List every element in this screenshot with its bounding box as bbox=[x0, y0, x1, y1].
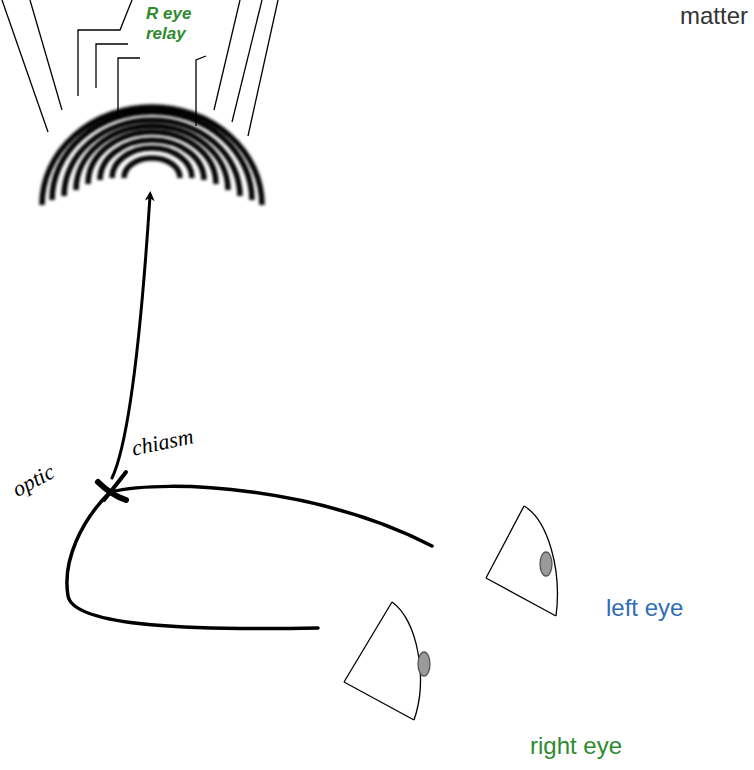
structure-label: chiasm bbox=[129, 423, 195, 461]
layered-nucleus bbox=[42, 107, 262, 205]
left-eye-symbol bbox=[486, 506, 557, 616]
region-label: matter bbox=[680, 2, 748, 30]
relay-lines bbox=[2, 0, 278, 136]
relay-label: R eye relay bbox=[146, 4, 208, 44]
optic-nerves bbox=[67, 196, 432, 629]
eye-label: left eye bbox=[606, 594, 683, 622]
right-eye-symbol bbox=[344, 602, 430, 720]
structure-label: optic bbox=[8, 459, 59, 503]
eye-label: right eye bbox=[530, 732, 622, 760]
